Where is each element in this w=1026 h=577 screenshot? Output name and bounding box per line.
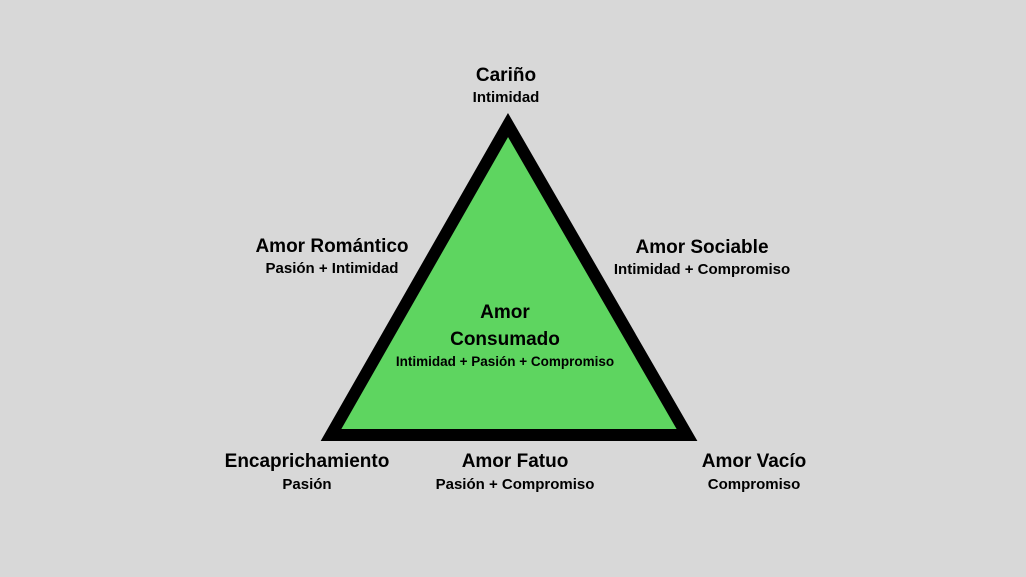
- center-label: Amor Consumado Intimidad + Pasión + Comp…: [396, 299, 614, 371]
- right-side-label: Amor Sociable Intimidad + Compromiso: [614, 236, 790, 280]
- bottom-center-subtitle: Pasión + Compromiso: [435, 476, 595, 493]
- love-triangle: [320, 112, 698, 441]
- center-subtitle: Intimidad + Pasión + Compromiso: [395, 354, 615, 369]
- apex-label: Cariño Intimidad: [473, 64, 540, 108]
- bottom-center-label: Amor Fatuo Pasión + Compromiso: [436, 450, 595, 495]
- apex-title: Cariño: [475, 65, 537, 86]
- right-side-title: Amor Sociable: [635, 237, 769, 258]
- center-title-line1: Amor: [480, 302, 530, 323]
- bottom-center-title: Amor Fatuo: [461, 451, 569, 472]
- right-side-subtitle: Intimidad + Compromiso: [613, 261, 791, 278]
- apex-subtitle: Intimidad: [472, 89, 540, 106]
- bottom-left-title: Encaprichamiento: [224, 451, 390, 472]
- left-side-subtitle: Pasión + Intimidad: [265, 260, 399, 277]
- bottom-right-subtitle: Compromiso: [707, 476, 801, 493]
- center-title-line2: Consumado: [450, 329, 560, 350]
- bottom-left-subtitle: Pasión: [282, 476, 332, 493]
- left-side-title: Amor Romántico: [255, 236, 409, 257]
- bottom-right-label: Amor Vacío Compromiso: [702, 450, 807, 495]
- bottom-left-label: Encaprichamiento Pasión: [225, 450, 390, 495]
- bottom-right-title: Amor Vacío: [701, 451, 807, 472]
- left-side-label: Amor Romántico Pasión + Intimidad: [255, 235, 408, 279]
